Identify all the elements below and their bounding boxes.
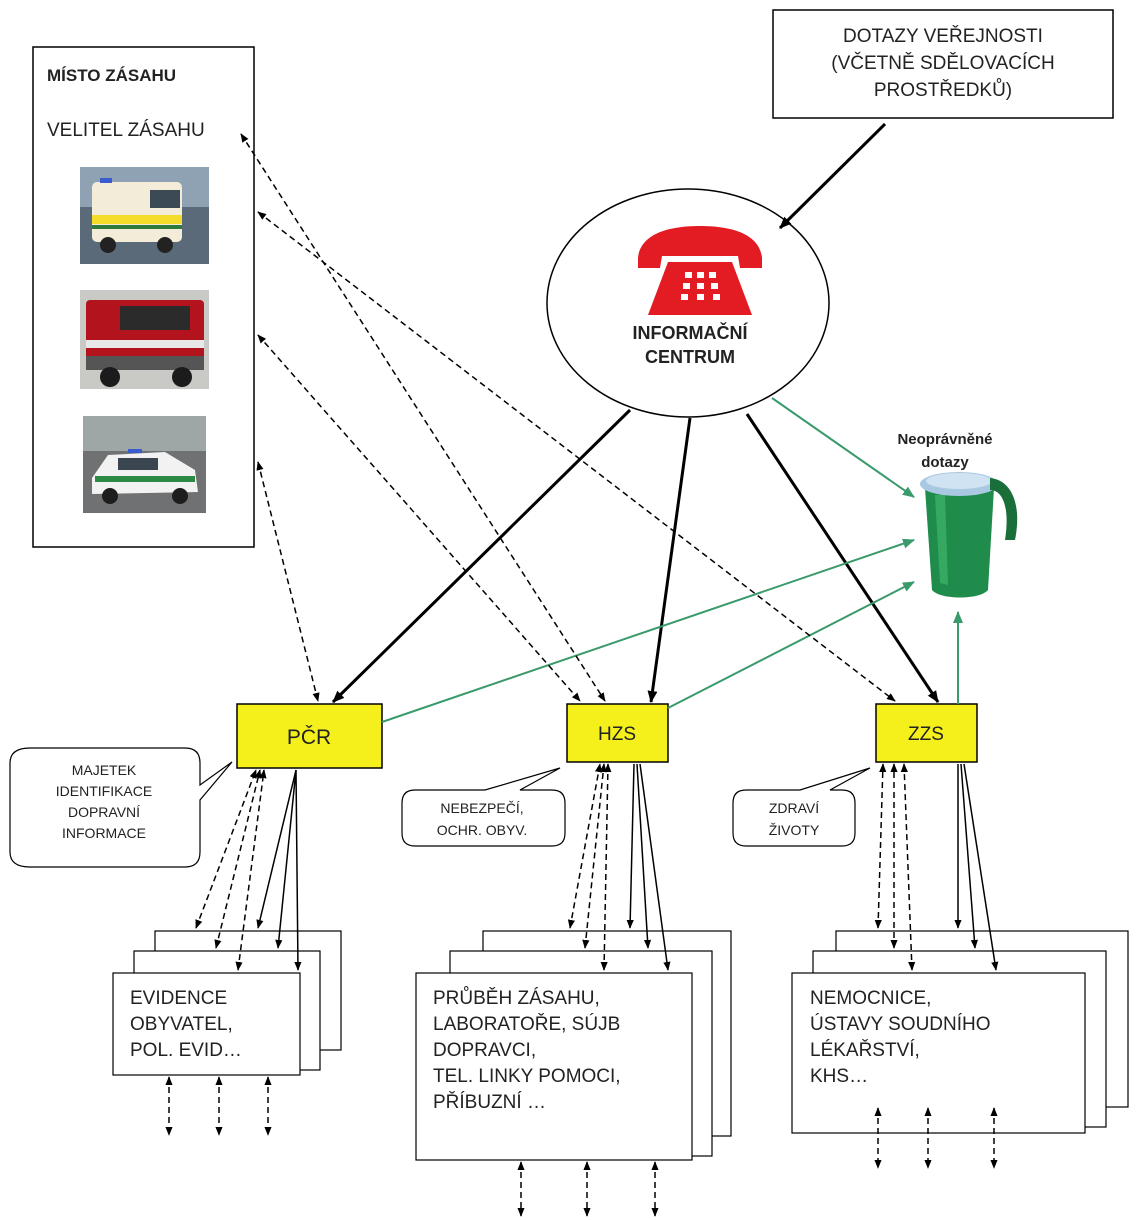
docs-pcr-line2: OBYVATEL, — [130, 1014, 233, 1035]
unit-zzs-label: ZZS — [908, 724, 944, 745]
docs-pcr-line3: POL. EVID… — [130, 1040, 242, 1061]
docs-pcr-line1: EVIDENCE — [130, 988, 227, 1009]
info-center-line2: CENTRUM — [645, 347, 735, 367]
green-arrow-pcr — [381, 538, 915, 723]
hzs-doc-links — [567, 763, 671, 971]
arrow-center-to-zzs — [745, 413, 940, 703]
callout-zzs: ZDRAVÍ ŽIVOTY — [732, 767, 871, 847]
arrow-public-to-center — [778, 122, 887, 230]
callout-hzs-line2: OCHR. OBYV. — [437, 822, 528, 838]
dashed-police-pcr — [256, 461, 320, 702]
callout-pcr-line4: INFORMACE — [62, 825, 146, 841]
unauthorized-queries: Neoprávněné dotazy — [897, 431, 1018, 598]
site-title: MÍSTO ZÁSAHU — [47, 66, 176, 85]
commander-label: VELITEL ZÁSAHU — [47, 120, 205, 141]
arrow-center-to-pcr — [331, 408, 632, 704]
public-queries-line3: PROSTŘEDKŮ) — [874, 79, 1012, 101]
callout-zzs-line2: ŽIVOTY — [769, 822, 820, 838]
fire-truck-photo — [80, 290, 209, 389]
dashed-site-arrows — [240, 133, 896, 702]
callout-pcr-line3: DOPRAVNÍ — [68, 804, 140, 820]
docs-zzs-line2: ÚSTAVY SOUDNÍHO — [810, 1013, 991, 1035]
callout-pcr: MAJETEK IDENTIFIKACE DOPRAVNÍ INFORMACE — [9, 747, 233, 868]
docs-zzs-line1: NEMOCNICE, — [810, 988, 931, 1009]
zzs-doc-links — [874, 763, 999, 971]
green-arrow-hzs — [667, 581, 915, 709]
unit-hzs-label: HZS — [598, 724, 636, 745]
docs-zzs: NEMOCNICE, ÚSTAVY SOUDNÍHO LÉKAŘSTVÍ, KH… — [791, 930, 1129, 1134]
docs-hzs-line1: PRŮBĚH ZÁSAHU, — [433, 987, 600, 1009]
docs-zzs-line3: LÉKAŘSTVÍ, — [810, 1039, 920, 1061]
external-links — [165, 1076, 998, 1217]
callout-zzs-line1: ZDRAVÍ — [769, 800, 819, 816]
docs-hzs-line5: PŘÍBUZNÍ … — [433, 1091, 546, 1113]
dashed-commander-hzs — [240, 133, 606, 702]
info-center-line1: INFORMAČNÍ — [633, 322, 749, 343]
callout-hzs: NEBEZPEČÍ, OCHR. OBYV. — [401, 767, 566, 847]
trash-bin-icon — [920, 472, 1018, 598]
public-queries-line1: DOTAZY VEŘEJNOSTI — [843, 25, 1043, 47]
docs-hzs: PRŮBĚH ZÁSAHU, LABORATOŘE, SÚJB DOPRAVCI… — [415, 930, 732, 1161]
unit-pcr-label: PČR — [287, 726, 331, 749]
unit-hzs: HZS — [566, 703, 669, 763]
dashed-firetruck-hzs — [257, 334, 581, 702]
unauthorized-line1: Neoprávněné — [897, 431, 992, 448]
unauthorized-line2: dotazy — [921, 454, 969, 471]
docs-zzs-line4: KHS… — [810, 1066, 868, 1087]
callout-pcr-line1: MAJETEK — [72, 762, 137, 778]
site-panel: MÍSTO ZÁSAHU VELITEL ZÁSAHU — [32, 46, 255, 548]
unit-zzs: ZZS — [875, 703, 978, 763]
ambulance-photo — [80, 167, 209, 264]
public-queries-line2: (VČETNĚ SDĚLOVACÍCH — [831, 52, 1054, 74]
callout-pcr-line2: IDENTIFIKACE — [56, 783, 152, 799]
public-queries-box: DOTAZY VEŘEJNOSTI (VČETNĚ SDĚLOVACÍCH PR… — [772, 9, 1114, 119]
callout-hzs-line1: NEBEZPEČÍ, — [440, 800, 523, 816]
docs-hzs-line4: TEL. LINKY POMOCI, — [433, 1066, 621, 1087]
docs-hzs-line3: DOPRAVCI, — [433, 1040, 536, 1061]
police-car-photo — [83, 416, 206, 513]
pcr-doc-links — [195, 769, 302, 971]
docs-hzs-line2: LABORATOŘE, SÚJB — [433, 1013, 620, 1035]
arrow-center-to-hzs — [647, 417, 692, 703]
unit-pcr: PČR — [236, 703, 383, 769]
docs-pcr: EVIDENCE OBYVATEL, POL. EVID… — [112, 930, 342, 1076]
